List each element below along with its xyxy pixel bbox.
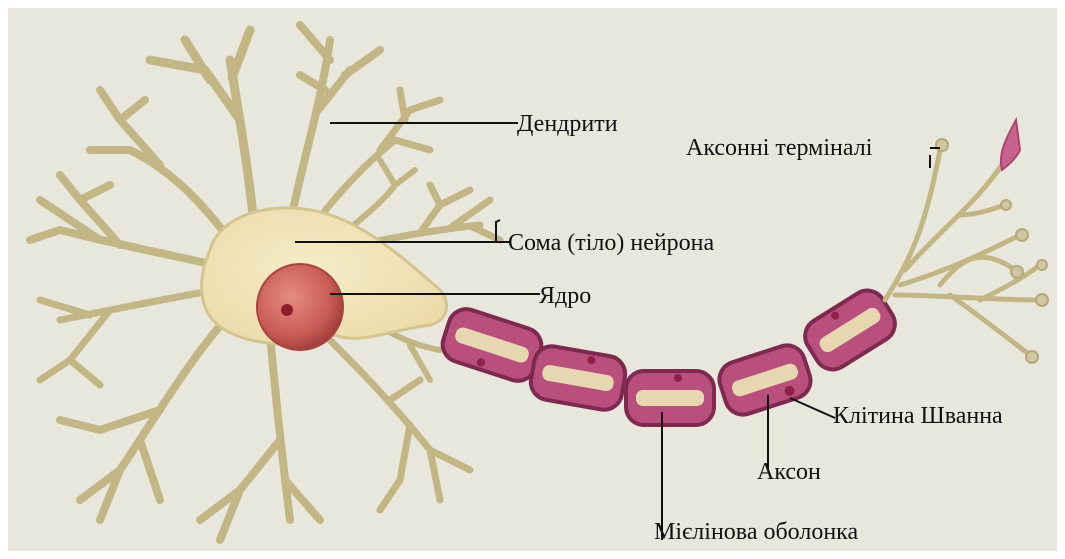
nucleus [257,264,343,350]
nucleolus [281,304,293,316]
label-schwann-cell: Клітина Шванна [833,403,1003,429]
label-myelin-sheath: Мієлінова оболонка [654,519,858,545]
label-soma: Сома (тіло) нейрона [508,230,715,256]
label-axon-terminals: Аксонні терміналі [686,135,873,161]
label-dendrites: Дендрити [517,111,618,137]
label-axon: Аксон [757,459,821,485]
label-nucleus: Ядро [539,283,591,309]
